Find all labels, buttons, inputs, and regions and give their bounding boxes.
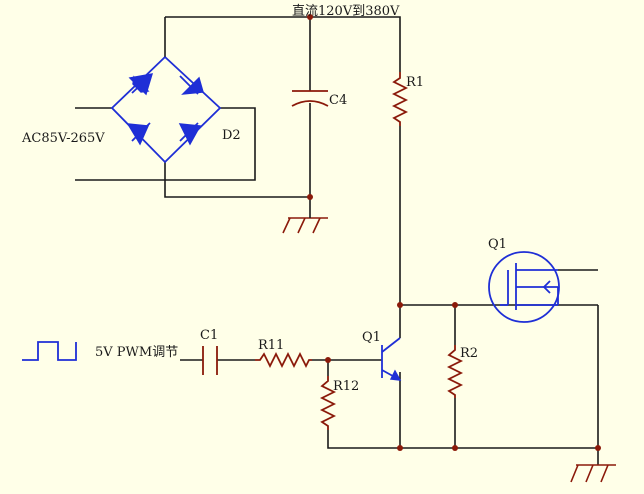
label-r11: R11 (258, 338, 284, 353)
ground-symbol-bottom (570, 464, 616, 483)
resistor-r2 (446, 345, 464, 398)
ground-symbol-top (282, 197, 328, 234)
label-pwm: 5V PWM调节 (95, 345, 178, 360)
label-ac-input: AC85V-265V (21, 131, 105, 146)
capacitor-c4 (291, 90, 329, 107)
resistor-r1 (391, 72, 409, 126)
bjt-q1 (381, 337, 402, 381)
label-q1-mosfet: Q1 (488, 237, 507, 252)
junction-dots (307, 14, 601, 451)
label-d2: D2 (222, 128, 241, 143)
pwm-waveform-icon (22, 341, 77, 361)
label-c1: C1 (200, 328, 218, 343)
label-c4: C4 (329, 93, 347, 108)
mosfet-q1 (488, 251, 560, 323)
resistor-r12 (319, 376, 337, 430)
capacitor-c1 (202, 346, 218, 375)
resistor-r11 (255, 351, 312, 369)
bridge-rectifier-d2 (110, 56, 222, 164)
label-dc-bus: 直流120V到380V (292, 4, 400, 19)
label-r1: R1 (406, 75, 424, 90)
wires (75, 16, 599, 465)
label-r12: R12 (333, 379, 359, 394)
label-q1-bjt: Q1 (362, 330, 381, 345)
label-r2: R2 (460, 346, 478, 361)
